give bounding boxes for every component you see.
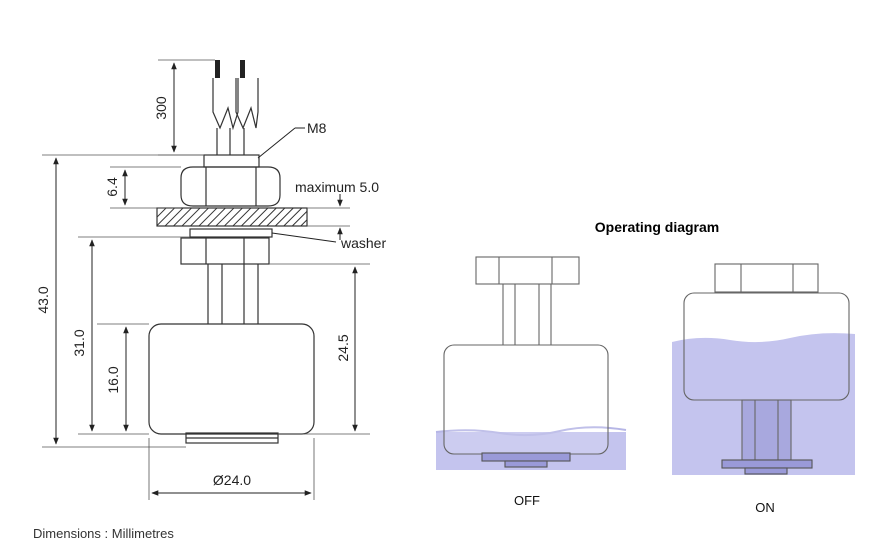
dim-stem-height: 24.5 [335, 334, 351, 361]
washer-ring [189, 228, 273, 238]
dim-nut-height: 6.4 [104, 177, 120, 197]
dimension-lines [53, 62, 358, 496]
dim-float-height: 16.0 [105, 366, 121, 393]
dim-cable-length: 300 [153, 96, 169, 120]
on-state-diagram [672, 263, 855, 475]
cable-wires [212, 60, 259, 155]
hex-nut [180, 166, 281, 207]
lower-nut [180, 237, 270, 265]
dim-overall-height: 43.0 [35, 286, 51, 313]
mounting-panel [156, 207, 308, 227]
units-note: Dimensions : Millimetres [33, 526, 174, 541]
dim-max-panel: maximum 5.0 [295, 179, 379, 195]
dim-diameter: Ø24.0 [213, 472, 251, 488]
extension-lines [42, 59, 370, 500]
dimension-drawing [42, 59, 370, 500]
dim-body-height: 31.0 [71, 329, 87, 356]
stem [207, 264, 259, 324]
off-state-diagram [435, 256, 627, 470]
dim-washer: washer [340, 235, 386, 251]
thread-top [203, 154, 260, 168]
on-label: ON [755, 500, 775, 515]
float-body [148, 323, 315, 435]
off-label: OFF [514, 493, 540, 508]
dim-thread: M8 [307, 120, 327, 136]
operating-title: Operating diagram [595, 219, 719, 235]
